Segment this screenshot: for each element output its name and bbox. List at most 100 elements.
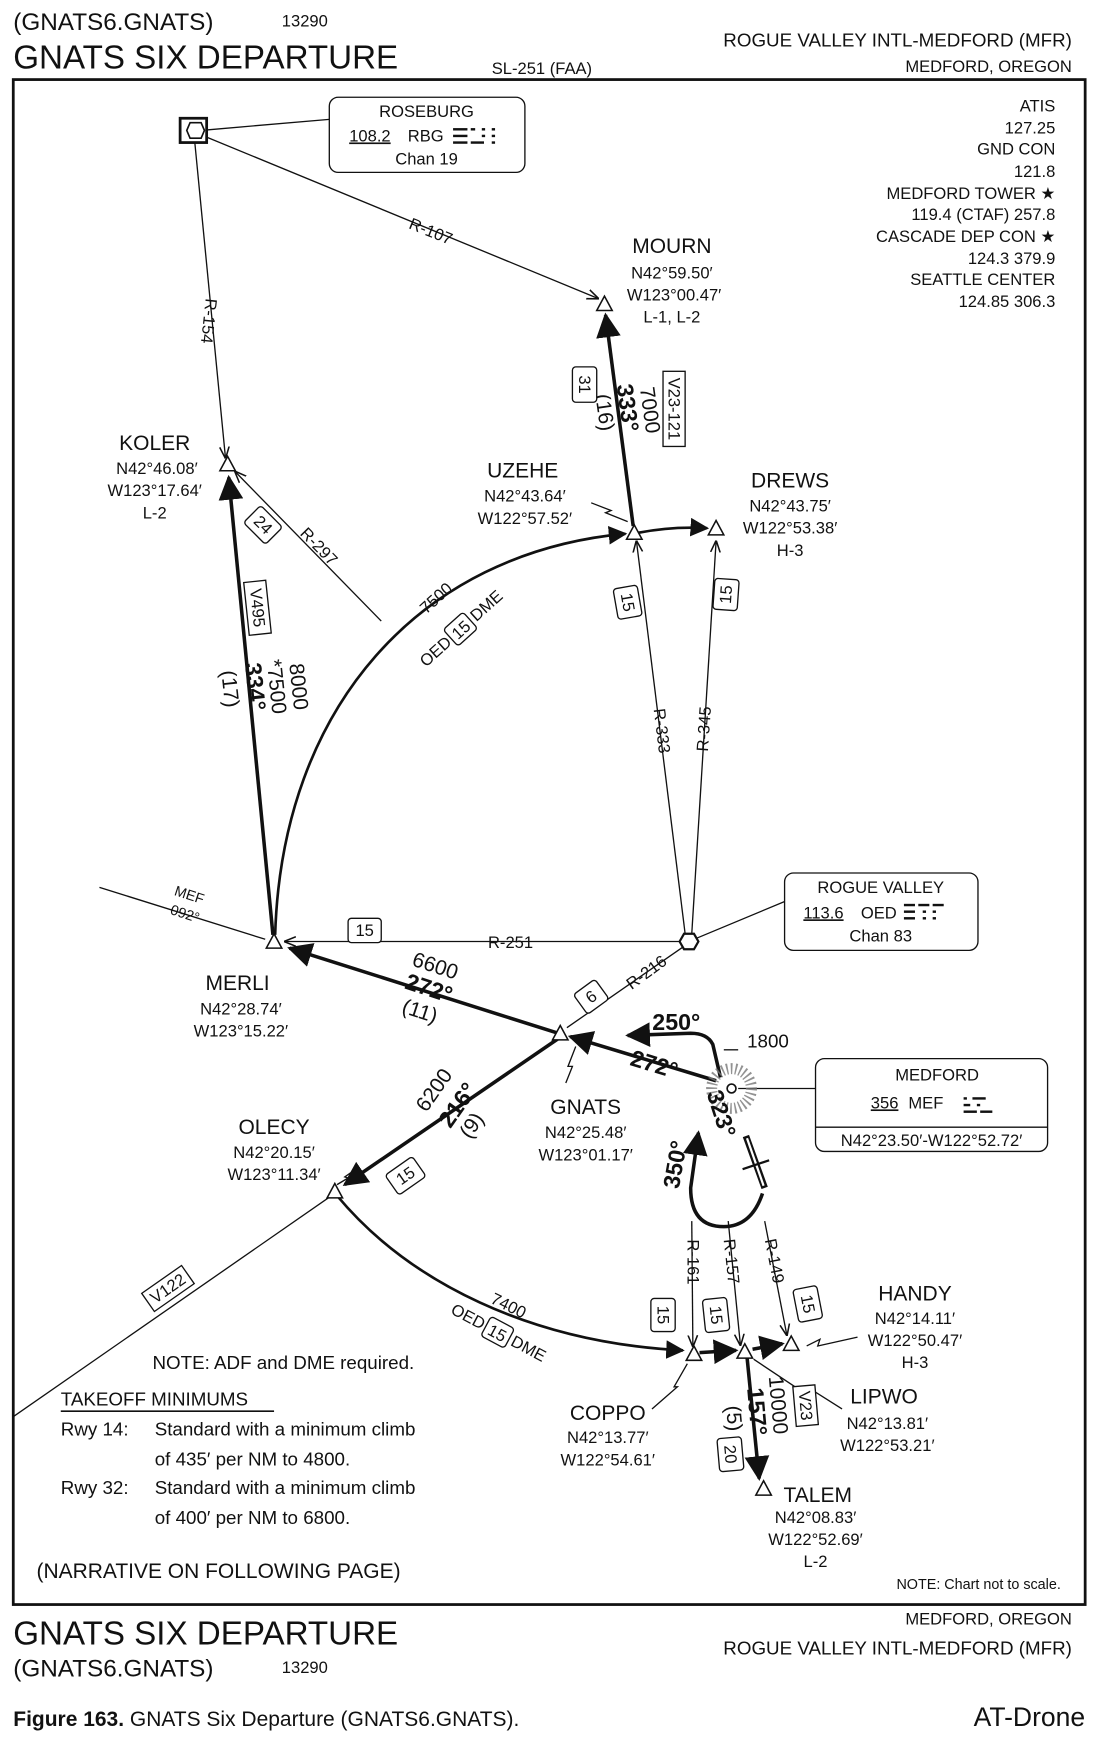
arc-dme: DME bbox=[508, 1332, 549, 1366]
fix-name: MERLI bbox=[206, 972, 270, 995]
radial-label: R-297 bbox=[296, 524, 341, 570]
fix-lat: N42°28.74′ bbox=[200, 999, 282, 1018]
fix-lat: N42°43.64′ bbox=[484, 487, 566, 506]
fix-chart: H-3 bbox=[902, 1353, 929, 1372]
radial-label: R-157 bbox=[720, 1238, 744, 1285]
route-merli-koler bbox=[218, 474, 275, 936]
mea-box: 15 bbox=[701, 1296, 731, 1334]
fix-name: MOURN bbox=[632, 235, 711, 258]
rwy32-text: of 400′ per NM to 6800. bbox=[155, 1507, 350, 1528]
footer-title: GNATS SIX DEPARTURE bbox=[13, 1615, 398, 1652]
mea-value: 15 bbox=[617, 592, 639, 613]
route-coppo-lipwo bbox=[699, 1339, 739, 1365]
medford-ndb-callout: MEDFORD 356 MEF N42°23.50′-W122°52.72′ bbox=[814, 1057, 1049, 1153]
mea-value: 15 bbox=[716, 585, 736, 605]
navaid-coords: N42°23.50′-W122°52.72′ bbox=[841, 1131, 1023, 1150]
callout-leader bbox=[693, 900, 788, 940]
airway-name: V495 bbox=[246, 588, 269, 628]
chart-id: SL-251 (FAA) bbox=[492, 59, 592, 78]
morse-code-icon bbox=[453, 128, 496, 144]
mea-box: 15 bbox=[385, 1156, 426, 1195]
figure-text: GNATS Six Departure (GNATS6.GNATS). bbox=[124, 1708, 519, 1731]
navaid-freq: 113.6 bbox=[803, 903, 843, 922]
route-altitude: *7500 bbox=[262, 658, 291, 715]
route-250-turn bbox=[625, 1022, 723, 1078]
heading-label: 323° bbox=[702, 1087, 742, 1141]
comm-label: MEDFORD TOWER ★ bbox=[886, 184, 1055, 203]
radial-r161 bbox=[692, 1221, 693, 1346]
fix-name: DREWS bbox=[751, 469, 829, 492]
fix-drews-icon bbox=[707, 518, 726, 536]
page-title: GNATS SIX DEPARTURE bbox=[13, 40, 398, 77]
radial-label: R-161 bbox=[683, 1239, 702, 1284]
fix-coppo-icon bbox=[684, 1344, 704, 1362]
arc-dme: DME bbox=[466, 586, 506, 625]
fix-lon: W122°50.47′ bbox=[868, 1331, 962, 1350]
mea-box: 15 bbox=[612, 584, 643, 620]
mea-box: 15 bbox=[712, 577, 740, 612]
comm-label: ATIS bbox=[1020, 97, 1056, 116]
roseburg-callout: ROSEBURG 108.2 RBG Chan 19 bbox=[328, 96, 526, 174]
roseburg-vortac-icon bbox=[178, 116, 209, 144]
radial-label: R-251 bbox=[488, 933, 533, 952]
mea-box: 15 bbox=[650, 1297, 676, 1333]
fix-name: UZEHE bbox=[487, 459, 558, 482]
mea-value: 15 bbox=[706, 1305, 727, 1325]
fix-lat: N42°46.08′ bbox=[116, 459, 198, 478]
navaid-freq: 356 bbox=[871, 1093, 899, 1112]
mea-value: 15 bbox=[355, 921, 373, 940]
comm-freq: 124.3 379.9 bbox=[968, 249, 1055, 268]
navaid-name: ROSEBURG bbox=[379, 102, 474, 121]
airway-name: V23 bbox=[795, 1390, 816, 1421]
route-course: 334° bbox=[240, 661, 271, 711]
fix-lat: N42°25.48′ bbox=[545, 1123, 627, 1142]
fix-lon: W122°54.61′ bbox=[561, 1450, 655, 1469]
rwy32-text: Standard with a minimum climb bbox=[155, 1477, 416, 1498]
fix-name: COPPO bbox=[570, 1402, 646, 1425]
fix-gnats-icon bbox=[551, 1023, 570, 1041]
rwy14-label: Rwy 14: bbox=[61, 1418, 129, 1439]
source-label: AT-Drone bbox=[974, 1702, 1085, 1732]
altitude-1800: 1800 bbox=[747, 1031, 789, 1052]
fix-merli-icon bbox=[265, 932, 284, 949]
comm-freq: 124.85 306.3 bbox=[959, 292, 1056, 311]
morse-code-icon bbox=[903, 903, 944, 920]
comm-freq: 121.8 bbox=[1014, 162, 1055, 181]
fix-lat: N42°20.15′ bbox=[233, 1143, 315, 1162]
rogue-valley-callout: ROGUE VALLEY 113.6 OED Chan 83 bbox=[783, 872, 979, 952]
footer-number: 13290 bbox=[282, 1658, 328, 1677]
route-arc-north bbox=[273, 526, 628, 935]
fix-lat: N42°13.77′ bbox=[567, 1428, 649, 1447]
medford-ndb-icon bbox=[706, 1063, 757, 1114]
radial-label: R-154 bbox=[197, 298, 221, 345]
radial-r333 bbox=[637, 541, 686, 934]
fix-lon: W122°57.52′ bbox=[478, 509, 572, 528]
footer-code: (GNATS6.GNATS) bbox=[13, 1655, 213, 1682]
mea-box: 15 bbox=[792, 1285, 823, 1323]
comm-label: SEATTLE CENTER bbox=[910, 270, 1055, 289]
rwy32-label: Rwy 32: bbox=[61, 1477, 129, 1498]
route-lipwo-handy bbox=[752, 1335, 785, 1360]
fix-handy-icon bbox=[782, 1334, 801, 1352]
fix-lat: N42°14.11′ bbox=[875, 1309, 955, 1328]
fix-name: GNATS bbox=[550, 1096, 621, 1119]
navaid-freq: 108.2 bbox=[349, 126, 390, 145]
navaid-chan: Chan 19 bbox=[395, 150, 458, 169]
fix-name: OLECY bbox=[238, 1116, 309, 1139]
heading-label: 350° bbox=[658, 1139, 692, 1191]
comm-frequencies: ATIS 127.25 GND CON 121.8 MEDFORD TOWER … bbox=[876, 97, 1055, 312]
navaid-name: ROGUE VALLEY bbox=[817, 878, 944, 897]
radial-r107 bbox=[200, 134, 598, 299]
route-altitude: 10000 bbox=[764, 1375, 792, 1435]
morse-code-icon bbox=[963, 1097, 993, 1113]
radial-r297 bbox=[235, 472, 382, 622]
mea-box: 20 bbox=[716, 1436, 745, 1473]
rogue-valley-vortac-icon bbox=[678, 932, 700, 951]
figure-number: Figure 163. bbox=[13, 1708, 124, 1731]
header-number: 13290 bbox=[282, 12, 328, 31]
comm-freq: 119.4 (CTAF) 257.8 bbox=[911, 205, 1055, 224]
mea-box: 31 bbox=[571, 366, 598, 403]
fix-name: TALEM bbox=[784, 1484, 852, 1507]
route-gnats-merli bbox=[287, 943, 559, 1035]
comm-freq: 127.25 bbox=[1005, 119, 1056, 138]
